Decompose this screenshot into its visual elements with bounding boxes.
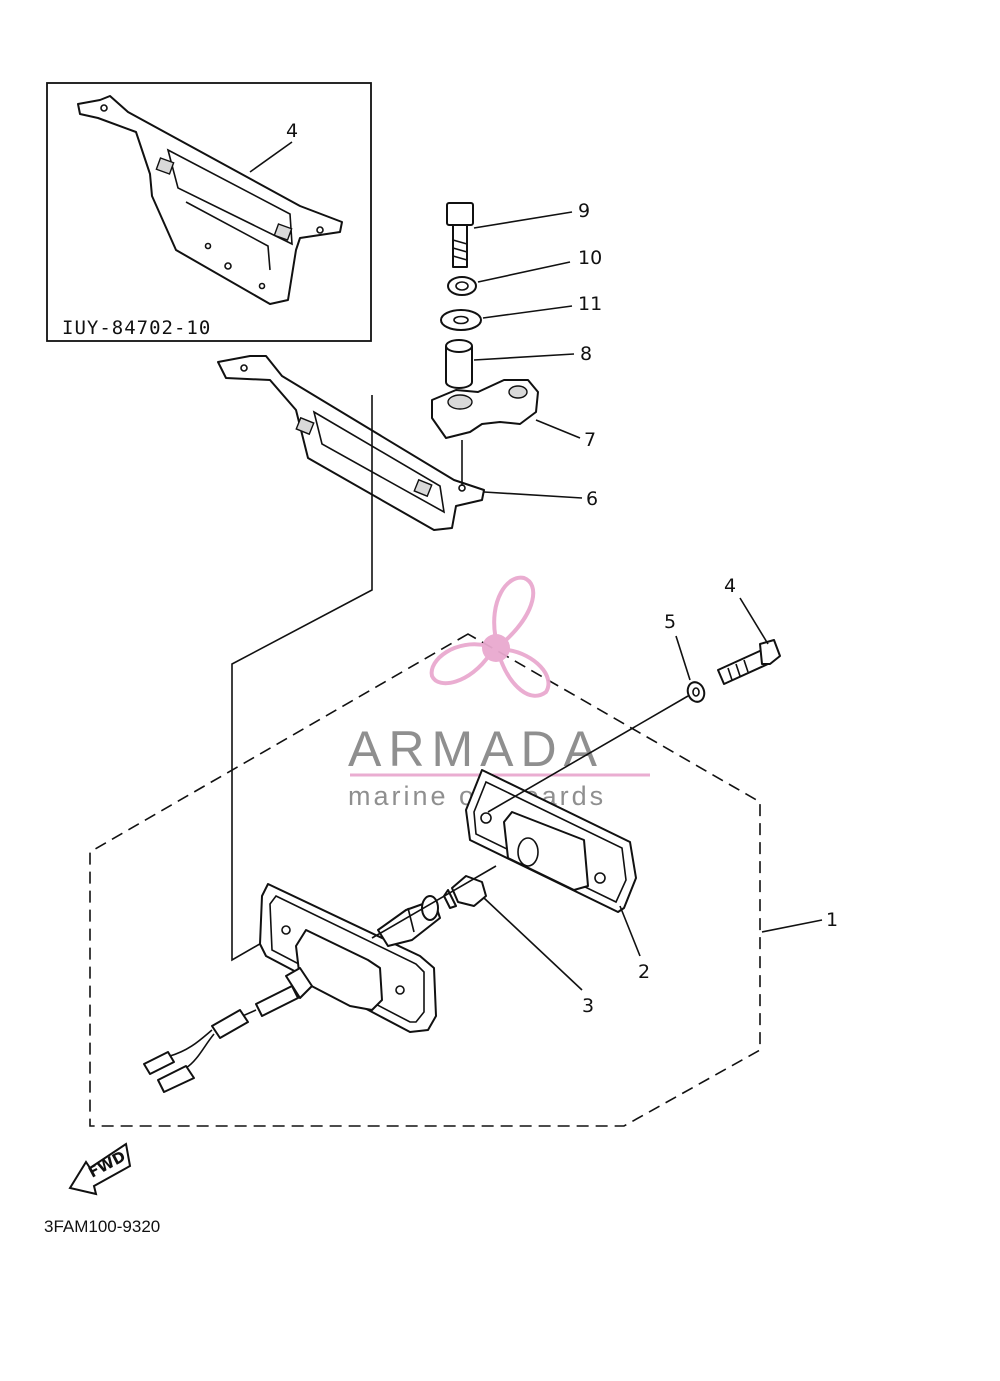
bolt-9 [446, 202, 474, 268]
callout-4-inset: 4 [286, 120, 298, 142]
callout-9: 9 [578, 200, 590, 222]
lamp-base [259, 883, 437, 1033]
washer-11 [440, 309, 482, 331]
washer-5 [686, 681, 706, 703]
screw-4 [717, 639, 781, 685]
inset-bracket [77, 95, 343, 305]
callout-3: 3 [582, 995, 594, 1017]
wire-harness [143, 967, 313, 1093]
callout-8: 8 [580, 343, 592, 365]
callout-7: 7 [584, 429, 596, 451]
callout-6: 6 [586, 488, 598, 510]
arm-7 [431, 379, 539, 439]
callout-4: 4 [724, 575, 736, 597]
watermark-logo: ARMADA marine outboards [348, 575, 650, 811]
lens-2 [465, 769, 637, 913]
bracket-6 [217, 355, 485, 531]
callout-10: 10 [578, 247, 602, 269]
callout-5: 5 [664, 611, 676, 633]
drawing-code: 3FAM100-9320 [44, 1217, 160, 1236]
spring-washer-10 [447, 276, 477, 296]
callout-2: 2 [638, 961, 650, 983]
fwd-arrow-icon: FWD [68, 1142, 132, 1196]
assembly-outline-1 [89, 633, 761, 1127]
callout-1: 1 [826, 909, 838, 931]
collar-8 [445, 339, 473, 389]
propeller-icon [429, 575, 551, 698]
callout-11: 11 [578, 293, 602, 315]
watermark-brand: ARMADA [348, 721, 604, 777]
inset-panel: 4 IUY-84702-10 [46, 82, 372, 342]
inset-part-code: IUY-84702-10 [62, 317, 211, 339]
